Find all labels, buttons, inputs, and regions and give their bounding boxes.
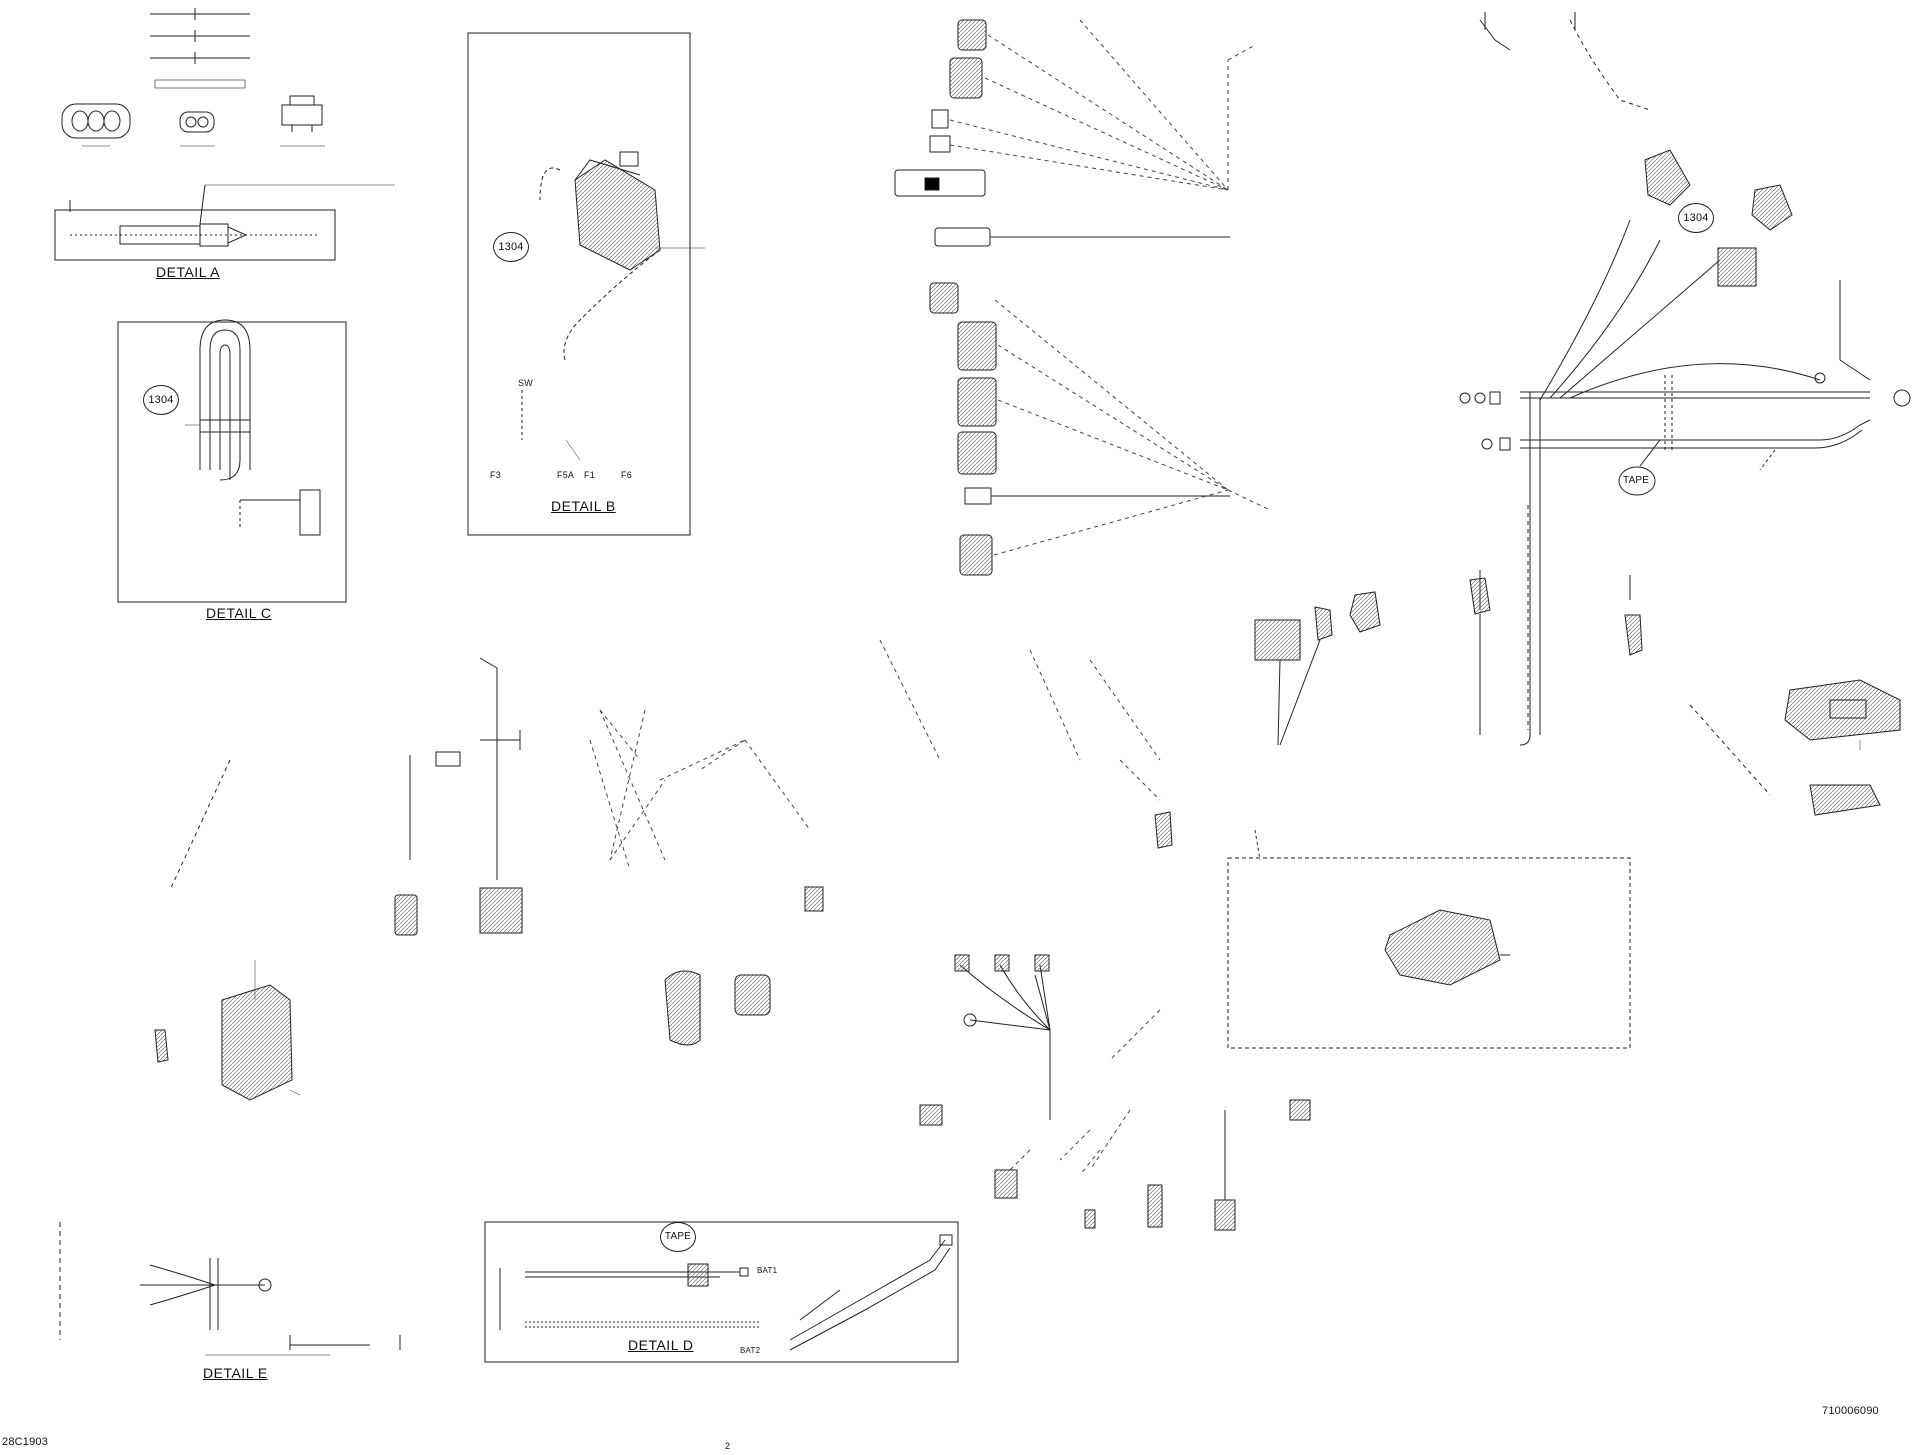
connector-icon-1 xyxy=(957,19,987,51)
connector-legend xyxy=(61,8,325,147)
part-ref-number: 1304 xyxy=(148,394,174,406)
main-harness-right xyxy=(1459,12,1911,746)
connector-icon-6 xyxy=(929,282,959,314)
pin-sw-label: SW xyxy=(518,378,533,388)
detail-e-drawing xyxy=(59,1222,401,1356)
connector-icon-low-2 xyxy=(994,1169,1018,1199)
detail-e-title: DETAIL E xyxy=(203,1365,268,1381)
left-harness xyxy=(154,639,1173,1101)
connector-icon-low-3 xyxy=(1084,1209,1096,1229)
connector-icon-low-5 xyxy=(1214,1199,1236,1231)
connector-icon-right-1 xyxy=(1751,184,1793,231)
connector-icon-left-1 xyxy=(394,894,418,936)
sensor-connector-icon xyxy=(1644,149,1691,206)
connector-icon-mid-2 xyxy=(734,974,771,1016)
connector-3-pin-icon xyxy=(61,103,131,139)
detail-d-frame xyxy=(484,1221,959,1363)
part-ref-callout-detail-c: 1304 xyxy=(143,385,179,415)
part-ref-number: 1304 xyxy=(498,241,524,253)
pin-f1-label: F1 xyxy=(584,470,595,480)
bat1-label: BAT1 xyxy=(757,1266,778,1275)
pin-f5a-label: F5A xyxy=(557,470,575,480)
tape-callout: TAPE xyxy=(1623,475,1650,486)
pin-f3-label: F3 xyxy=(490,470,501,480)
connector-icon-low-6 xyxy=(1289,1099,1311,1121)
fuse-box-icon xyxy=(221,984,293,1101)
connector-icon-8 xyxy=(957,377,997,427)
detail-d-title: DETAIL D xyxy=(628,1337,694,1353)
connector-icon-10 xyxy=(964,487,1230,505)
connector-icon-low-4 xyxy=(1147,1184,1163,1228)
detail-b-title: DETAIL B xyxy=(551,498,616,514)
tape-callout-circle xyxy=(1618,466,1656,496)
connector-icon-low-1 xyxy=(919,1104,943,1126)
connector-2-pin-icon xyxy=(179,111,215,133)
middle-connectors xyxy=(1254,577,1643,746)
lower-fuse-fan xyxy=(919,954,1311,1231)
tape-label: TAPE xyxy=(664,1231,692,1242)
starter-relay-icon xyxy=(664,970,701,1046)
connector-icon-left-2 xyxy=(479,887,523,934)
relay-module-icon xyxy=(574,159,661,271)
detail-a-title: DETAIL A xyxy=(156,264,220,280)
part-ref-number: 1304 xyxy=(1683,212,1709,224)
pin-f6-label: F6 xyxy=(621,470,632,480)
bat2-label: BAT2 xyxy=(740,1346,761,1355)
connector-column xyxy=(894,19,1271,576)
detail-c-title: DETAIL C xyxy=(206,605,272,621)
part-ref-callout-detail-b: 1304 xyxy=(493,232,529,262)
ecu-area xyxy=(1227,829,1631,1049)
connector-icon-11 xyxy=(959,534,993,576)
connector-icon-mid-1 xyxy=(804,886,824,912)
drawing-number: 710006090 xyxy=(1822,1405,1879,1417)
connector-icon-5 xyxy=(934,227,1230,247)
connector-icon-right-2 xyxy=(1717,247,1757,287)
detail-c-drawing xyxy=(117,319,347,603)
detail-b-frame xyxy=(467,32,705,536)
part-ref-callout-harness: 1304 xyxy=(1678,203,1714,233)
sheet-code: 28C1903 xyxy=(2,1436,49,1448)
connector-icon-4 xyxy=(894,169,986,197)
connector-icon-3 xyxy=(929,109,951,153)
connector-icon-2 xyxy=(949,57,983,99)
connector-icon-9 xyxy=(957,431,997,475)
page-mark: 2 xyxy=(725,1441,731,1451)
right-side-connectors xyxy=(1689,679,1901,816)
connector-header-icon xyxy=(281,95,323,132)
connector-icon-7 xyxy=(957,321,997,371)
detail-a-drawing xyxy=(54,184,395,261)
tape-callout-detail-d: TAPE xyxy=(660,1222,696,1252)
